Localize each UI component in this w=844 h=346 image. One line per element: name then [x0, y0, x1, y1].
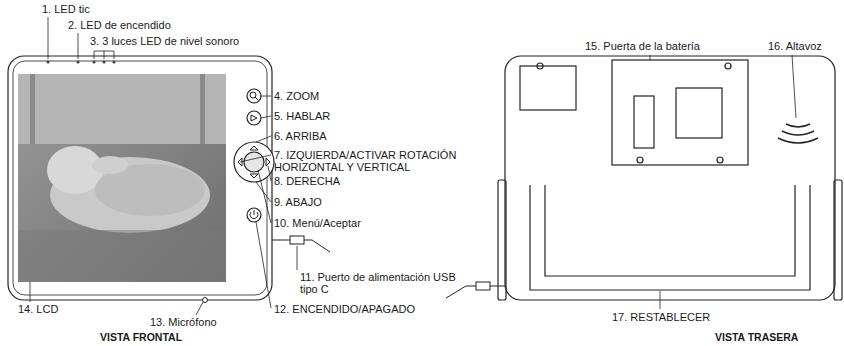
view-caption: VISTA FRONTAL [100, 331, 182, 343]
callout-label: 1. LED tic [42, 3, 90, 15]
callout-label: 5. HABLAR [274, 110, 330, 122]
callout-label: 2. LED de encendido [68, 19, 171, 31]
callout-label: 8. DERECHA [274, 175, 340, 187]
usb-plug [272, 236, 330, 252]
speaker-arcs [778, 124, 818, 143]
usb-plug-back [446, 282, 505, 298]
callout-label: 9. ABAJO [274, 196, 322, 208]
callout-label: 10. Menú/Aceptar [274, 217, 361, 229]
callout-label: 15. Puerta de la batería [585, 40, 700, 52]
callout-label: 13. Micrófono [150, 316, 217, 328]
callout-label: 14. LCD [18, 303, 58, 315]
lcd-screen [18, 74, 226, 282]
callout-label: 17. RESTABLECER [612, 311, 710, 323]
leader-lines [30, 17, 297, 315]
front-bezel [13, 61, 267, 295]
callout-label: 16. Altavoz [768, 40, 822, 52]
callout-label: 4. ZOOM [274, 90, 319, 102]
front-housing [8, 56, 272, 300]
baby-picture [18, 74, 226, 282]
buttons [234, 89, 274, 222]
callout-label: 7. IZQUIERDA/ACTIVAR ROTACIÓN HORIZONTAL… [274, 149, 479, 173]
leader-lines-back [650, 55, 796, 309]
callout-label: 11. Puerto de alimentación USB tipo C [300, 271, 460, 295]
led-dots [46, 60, 115, 63]
callout-label: 12. ENCENDIDO/APAGADO [274, 303, 415, 315]
callout-label: 6. ARRIBA [274, 130, 327, 142]
back-housing [498, 56, 842, 300]
microphone-hole [203, 298, 208, 303]
view-caption: VISTA TRASERA [715, 331, 798, 343]
callout-label: 3. 3 luces LED de nivel sonoro [90, 35, 239, 47]
